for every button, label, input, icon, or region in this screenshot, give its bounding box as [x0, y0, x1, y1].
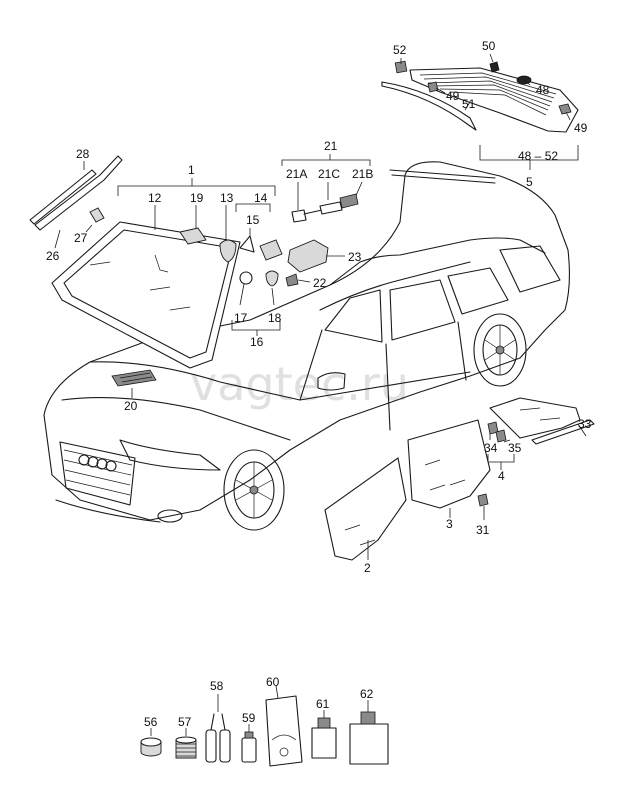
part-52	[394, 60, 408, 74]
label-27: 27	[74, 231, 88, 245]
label-1: 1	[188, 163, 195, 177]
car-body-outline	[43, 161, 571, 531]
part-31-clip	[477, 493, 489, 520]
part-23	[287, 239, 329, 273]
label-26: 26	[46, 249, 60, 263]
front-door-glass-area	[324, 289, 383, 343]
rear-window	[381, 53, 579, 170]
label-34: 34	[484, 441, 498, 455]
label-19: 19	[190, 191, 204, 205]
part-60-packet	[265, 685, 303, 767]
mirror	[317, 372, 346, 391]
label-22: 22	[313, 276, 327, 290]
label-2: 2	[364, 561, 371, 575]
label-33: 33	[578, 417, 592, 431]
label-48-52: 48 – 52	[518, 149, 558, 163]
sensor-group	[281, 154, 371, 287]
label-16: 16	[250, 335, 264, 349]
label-49-a: 49	[446, 89, 460, 103]
label-20: 20	[124, 399, 138, 413]
part-58-cartridges	[205, 694, 231, 763]
label-28: 28	[76, 147, 90, 161]
part-56-tape-roll	[140, 728, 162, 757]
audi-ring-2	[87, 456, 99, 468]
front-wheel-tire	[223, 449, 285, 531]
part-27	[89, 207, 105, 223]
part-49a	[427, 81, 439, 93]
part-15	[239, 235, 255, 253]
label-12: 12	[148, 191, 162, 205]
label-56: 56	[144, 715, 158, 729]
label-48: 48	[536, 83, 550, 97]
label-51: 51	[462, 97, 476, 111]
part-61-container	[311, 710, 337, 759]
audi-ring-1	[78, 454, 90, 466]
label-49-b: 49	[574, 121, 588, 135]
part-59-bottle	[241, 724, 257, 763]
label-18: 18	[268, 311, 282, 325]
label-15: 15	[246, 213, 260, 227]
label-4: 4	[498, 469, 505, 483]
label-21a: 21A	[286, 167, 307, 181]
front-grille	[59, 441, 136, 506]
part-13	[219, 239, 237, 263]
part-62-can	[349, 700, 389, 765]
audi-ring-4	[105, 460, 117, 472]
rear-wheel-tire	[473, 313, 527, 387]
part-14-housing	[259, 239, 283, 261]
label-50: 50	[482, 39, 496, 53]
label-13: 13	[220, 191, 234, 205]
part-labels: 52 50 48 49 51 49 48 – 52 5 28 1 12 19 1…	[46, 39, 592, 729]
label-23: 23	[348, 250, 362, 264]
headlight	[119, 439, 221, 471]
quarter-glass-area	[447, 267, 509, 315]
rear-door-glass-area	[389, 279, 456, 341]
part-22	[285, 273, 299, 287]
part-35	[495, 429, 507, 443]
label-14: 14	[254, 191, 268, 205]
part-20	[111, 369, 157, 387]
label-5: 5	[526, 175, 533, 189]
windshield-trim	[29, 155, 123, 249]
part-50-connector	[489, 61, 500, 73]
part-18	[265, 270, 279, 287]
label-21b: 21B	[352, 167, 373, 181]
audi-ring-3	[96, 458, 108, 470]
label-57: 57	[178, 715, 192, 729]
label-31: 31	[476, 523, 490, 537]
windshield	[51, 221, 241, 369]
watermark: vagtec.ru	[190, 357, 409, 411]
label-21: 21	[324, 139, 338, 153]
label-17: 17	[234, 311, 248, 325]
part-33-strip	[531, 419, 595, 445]
label-3: 3	[446, 517, 453, 531]
label-59: 59	[242, 711, 256, 725]
label-62: 62	[360, 687, 374, 701]
part-57-spiral	[175, 728, 197, 759]
label-58: 58	[210, 679, 224, 693]
group-bracket-1	[117, 185, 276, 196]
label-21c: 21C	[318, 167, 340, 181]
part-49b	[558, 103, 572, 115]
front-door-glass-part2	[324, 457, 407, 561]
mirror-mount-parts	[219, 203, 283, 336]
quarter-glass-part4	[487, 397, 581, 470]
label-60: 60	[266, 675, 280, 689]
label-35: 35	[508, 441, 522, 455]
fog-light	[157, 509, 183, 523]
rear-window-seal-strip	[381, 81, 477, 131]
label-52: 52	[393, 43, 407, 57]
rear-door-glass-part3	[407, 419, 491, 518]
label-61: 61	[316, 697, 330, 711]
part-17	[239, 271, 253, 285]
part-19	[179, 227, 207, 245]
